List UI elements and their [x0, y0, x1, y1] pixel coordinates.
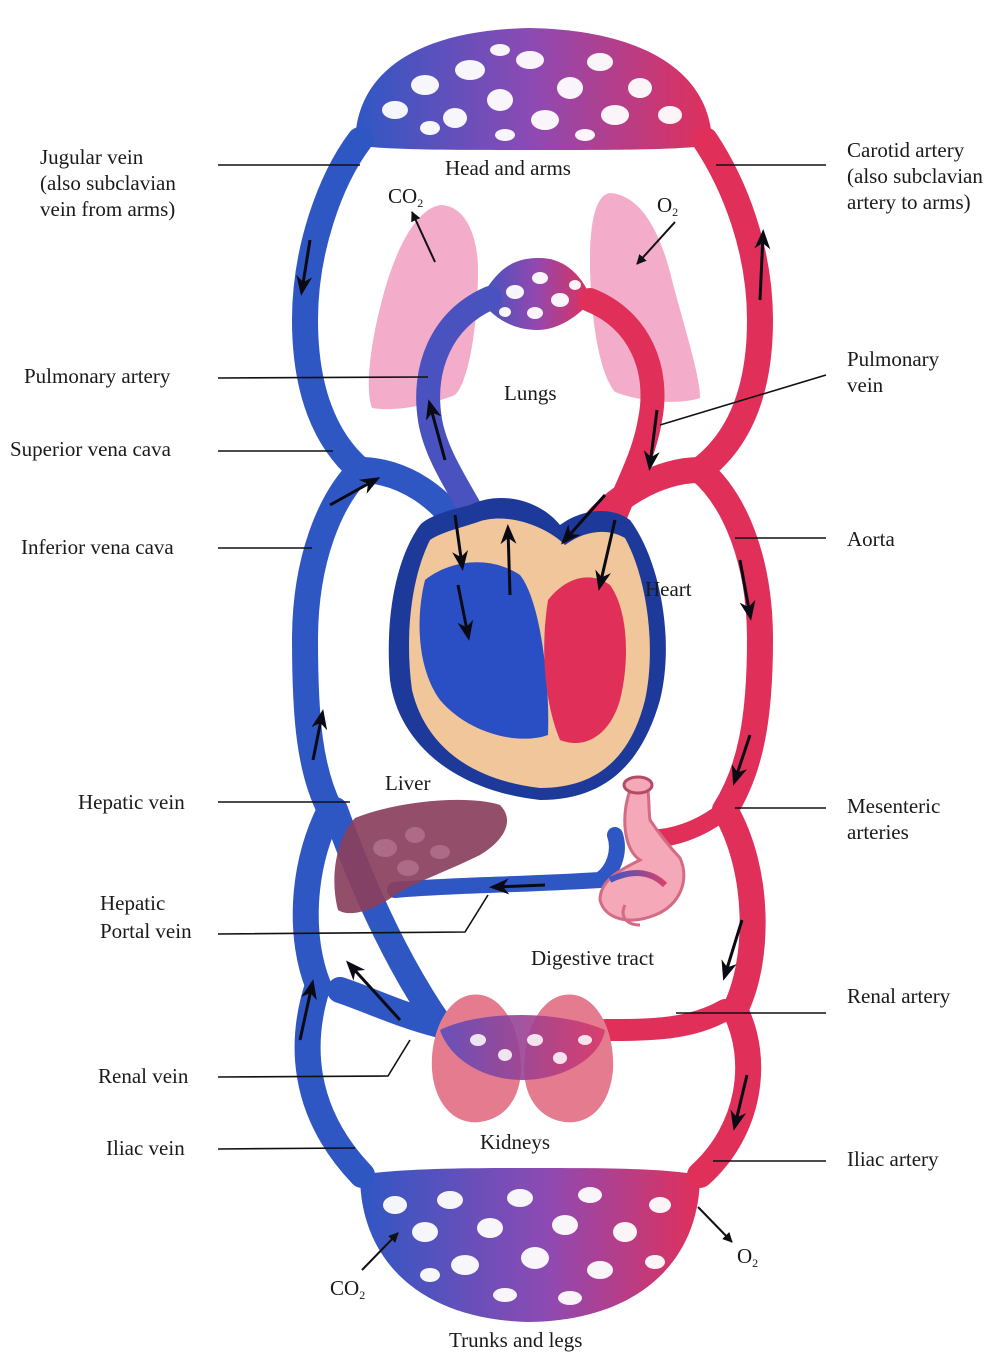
label-superior-vena-cava: Superior vena cava [10, 437, 172, 461]
head-capillary-bed [355, 28, 712, 150]
label-carotid-artery-note-2: artery to arms) [847, 190, 971, 214]
label-mesenteric-arteries-2: arteries [847, 820, 909, 844]
label-co2-lungs: CO2 [388, 184, 423, 210]
label-kidneys: Kidneys [480, 1130, 550, 1154]
label-head-and-arms: Head and arms [445, 156, 571, 180]
label-lungs: Lungs [504, 381, 557, 405]
label-renal-vein: Renal vein [98, 1064, 189, 1088]
label-co2-tissues: CO2 [330, 1276, 365, 1302]
label-jugular-vein-note: (also subclavian [40, 171, 176, 195]
label-jugular-vein-note-2: vein from arms) [40, 197, 175, 221]
kidneys [432, 995, 613, 1123]
label-o2-tissues: O2 [737, 1244, 758, 1270]
label-carotid-artery-note: (also subclavian [847, 164, 983, 188]
label-o2-lungs: O2 [657, 193, 678, 219]
label-digestive-tract: Digestive tract [531, 946, 654, 970]
label-carotid-artery: Carotid artery [847, 138, 965, 162]
label-pulmonary-vein: Pulmonary [847, 347, 940, 371]
label-hepatic-vein: Hepatic vein [78, 790, 185, 814]
label-iliac-vein: Iliac vein [106, 1136, 185, 1160]
label-pulmonary-vein-2: vein [847, 373, 884, 397]
label-hepatic-portal-vein: Hepatic [100, 891, 165, 915]
label-heart: Heart [645, 577, 692, 601]
heart [389, 498, 666, 800]
label-jugular-vein: Jugular vein [40, 145, 144, 169]
label-renal-artery: Renal artery [847, 984, 951, 1008]
label-mesenteric-arteries: Mesenteric [847, 794, 940, 818]
label-aorta: Aorta [847, 527, 895, 551]
lower-capillary-bed [360, 1168, 700, 1322]
right-labels: Carotid artery (also subclavian artery t… [847, 138, 983, 1171]
label-inferior-vena-cava: Inferior vena cava [21, 535, 174, 559]
label-iliac-artery: Iliac artery [847, 1147, 939, 1171]
label-pulmonary-artery: Pulmonary artery [24, 364, 171, 388]
label-liver: Liver [385, 771, 430, 795]
label-hepatic-portal-vein-2: Portal vein [100, 919, 192, 943]
liver [334, 800, 507, 913]
left-labels: Jugular vein (also subclavian vein from … [10, 145, 192, 1160]
label-trunks-and-legs: Trunks and legs [449, 1328, 582, 1352]
